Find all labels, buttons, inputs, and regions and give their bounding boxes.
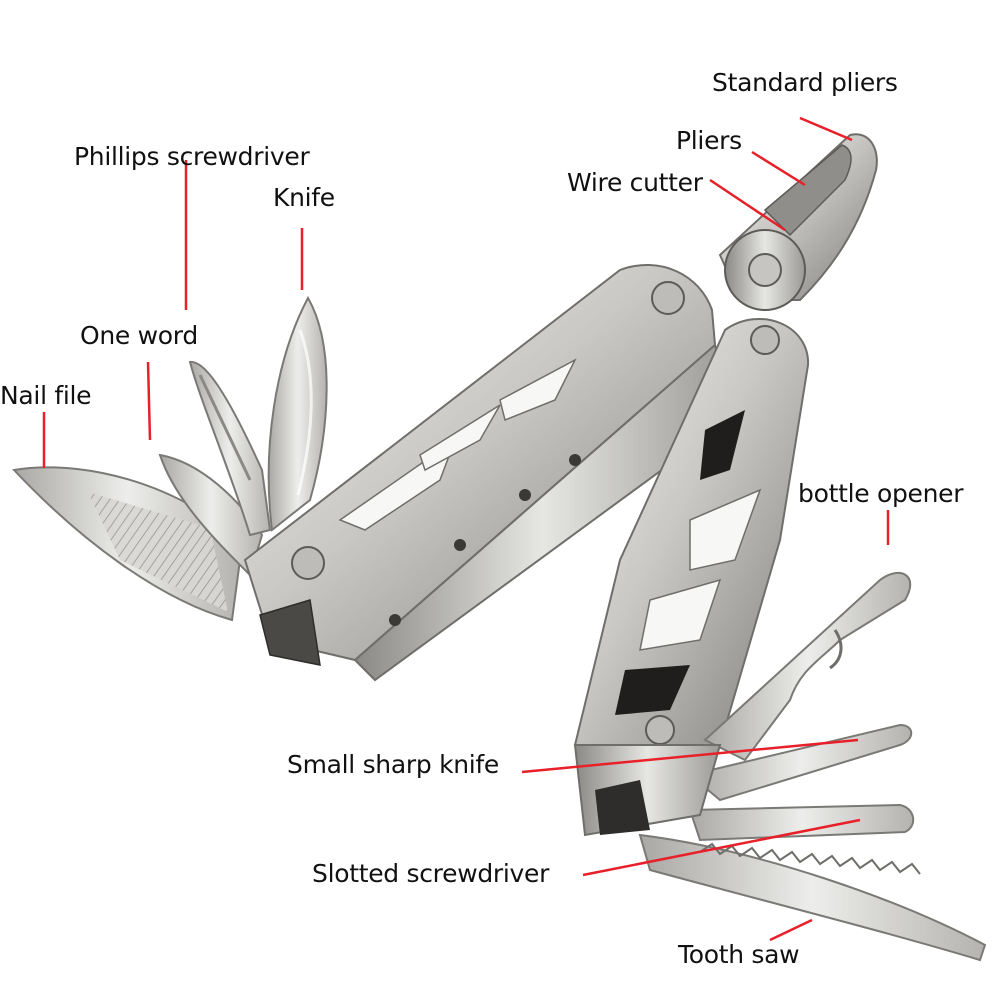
right-handle xyxy=(573,318,810,746)
label-knife: Knife xyxy=(273,183,335,212)
label-small-sharp-knife: Small sharp knife xyxy=(287,750,500,779)
leader-line-one-word xyxy=(146,361,152,441)
phillips-screwdriver-blade xyxy=(188,360,272,537)
label-bottle-opener: bottle opener xyxy=(798,479,964,508)
tooth-saw-blade xyxy=(638,833,987,962)
label-pliers: Pliers xyxy=(676,126,742,155)
label-standard-pliers: Standard pliers xyxy=(712,68,898,97)
leader-line-standard-pliers xyxy=(799,116,853,142)
nail-file-blade xyxy=(11,466,242,622)
knife-blade xyxy=(267,295,328,532)
label-slotted-screwdriver: Slotted screwdriver xyxy=(312,859,550,888)
label-wire-cutter: Wire cutter xyxy=(567,168,703,197)
right-handle-gap xyxy=(595,780,650,835)
leader-lines xyxy=(42,116,890,942)
pliers-head xyxy=(718,133,878,311)
leader-line-slotted-screwdriver xyxy=(582,818,861,877)
leader-line-pliers xyxy=(751,150,806,187)
small-sharp-knife-blade xyxy=(687,723,913,802)
left-handle xyxy=(243,264,732,682)
label-nail-file: Nail file xyxy=(0,381,92,410)
label-phillips-screwdriver: Phillips screwdriver xyxy=(74,142,310,171)
label-one-word: One word xyxy=(80,321,198,350)
label-tooth-saw: Tooth saw xyxy=(678,940,800,969)
leader-line-tooth-saw xyxy=(769,918,813,942)
leader-line-wire-cutter xyxy=(709,178,786,232)
leader-line-small-sharp-knife xyxy=(521,738,859,774)
slotted-screwdriver-blade xyxy=(688,803,915,842)
bottle-opener-blade xyxy=(703,571,912,762)
